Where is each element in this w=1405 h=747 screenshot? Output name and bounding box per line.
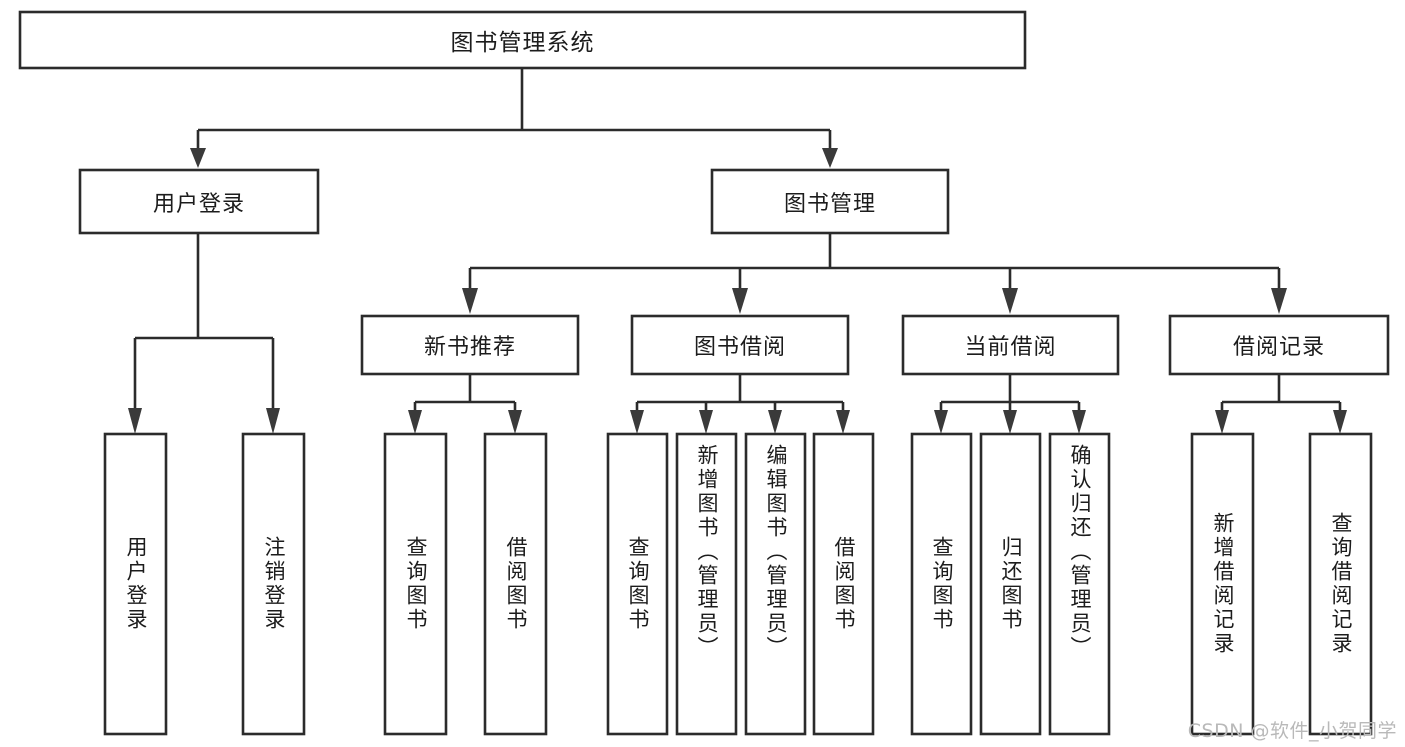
arrow-manage-c1-icon <box>462 288 478 314</box>
node-box-leaf-book-borrow-0[interactable] <box>606 432 669 736</box>
arrow-login-leaf2-icon <box>266 408 280 434</box>
node-box-leaf-new-book-0[interactable] <box>383 432 448 736</box>
arrow-manage-c3-icon <box>1002 288 1018 314</box>
arrow-bookborrow-leaf2-icon <box>699 410 713 434</box>
connector-group-borrow-record <box>1215 374 1347 434</box>
node-box-leaf-current-borrow-2[interactable] <box>1048 432 1111 736</box>
node-box-leaf-user-login-1[interactable] <box>241 432 306 736</box>
arrow-manage-c2-icon <box>732 288 748 314</box>
arrow-manage-c4-icon <box>1271 288 1287 314</box>
node-box-leaf-book-borrow-1[interactable] <box>675 432 738 736</box>
arrow-root-to-login-icon <box>190 148 206 168</box>
node-box-book-manage[interactable] <box>710 168 950 235</box>
arrow-bookborrow-leaf4-icon <box>836 410 850 434</box>
node-box-leaf-current-borrow-0[interactable] <box>910 432 973 736</box>
node-box-borrow-record[interactable] <box>1168 314 1390 376</box>
arrow-borrowrecord-leaf1-icon <box>1215 410 1229 434</box>
connector-group-book-manage <box>462 233 1287 314</box>
arrow-login-leaf1-icon <box>128 408 142 434</box>
connector-group-root <box>190 68 838 168</box>
connector-group-user-login <box>128 233 280 434</box>
node-box-leaf-current-borrow-1[interactable] <box>979 432 1042 736</box>
arrow-newbook-leaf1-icon <box>408 410 422 434</box>
connector-group-book-borrow <box>630 374 850 434</box>
node-box-current-borrow[interactable] <box>901 314 1120 376</box>
arrow-bookborrow-leaf1-icon <box>630 410 644 434</box>
node-box-book-borrow[interactable] <box>630 314 850 376</box>
arrow-borrowrecord-leaf2-icon <box>1333 410 1347 434</box>
node-box-leaf-user-login-0[interactable] <box>103 432 168 736</box>
node-box-user-login[interactable] <box>78 168 320 235</box>
arrow-bookborrow-leaf3-icon <box>768 410 782 434</box>
arrow-currentborrow-leaf1-icon <box>934 410 948 434</box>
node-box-leaf-new-book-1[interactable] <box>483 432 548 736</box>
connector-group-current-borrow <box>934 374 1086 434</box>
node-box-leaf-book-borrow-3[interactable] <box>812 432 875 736</box>
connector-group-new-book <box>408 374 522 434</box>
arrow-currentborrow-leaf2-icon <box>1003 410 1017 434</box>
node-box-new-book[interactable] <box>360 314 580 376</box>
node-box-root[interactable] <box>18 10 1027 70</box>
arrow-currentborrow-leaf3-icon <box>1072 410 1086 434</box>
arrow-newbook-leaf2-icon <box>508 410 522 434</box>
node-box-leaf-borrow-record-1[interactable] <box>1308 432 1373 736</box>
node-box-leaf-borrow-record-0[interactable] <box>1190 432 1255 736</box>
arrow-root-to-manage-icon <box>822 148 838 168</box>
node-box-leaf-book-borrow-2[interactable] <box>744 432 807 736</box>
